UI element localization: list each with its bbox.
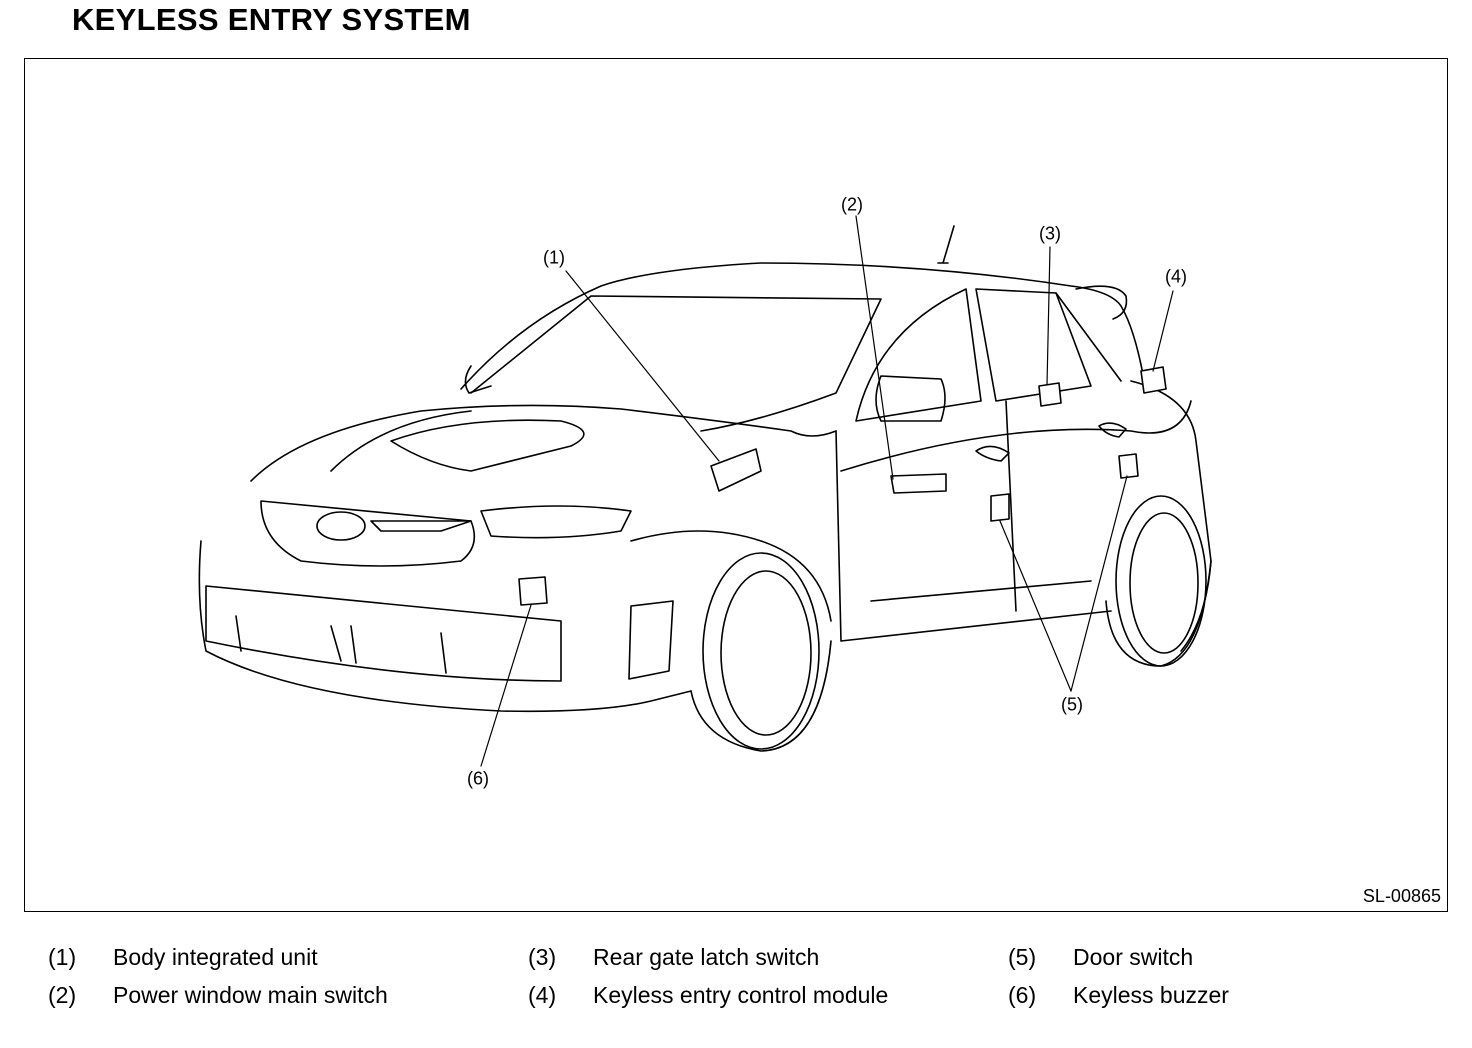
legend-label: Keyless entry control module xyxy=(593,982,889,1008)
leader-lines xyxy=(480,215,1174,767)
hood-scoop xyxy=(390,419,585,472)
legend-label: Power window main switch xyxy=(113,982,388,1008)
legend-number: (4) xyxy=(528,982,557,1008)
legend-label: Body integrated unit xyxy=(113,944,318,970)
front-door-window xyxy=(855,288,982,422)
rear-quarter xyxy=(1130,380,1212,652)
front-fender xyxy=(630,530,832,622)
hood-line xyxy=(250,404,837,482)
right-headlight xyxy=(480,505,632,539)
lower-grille xyxy=(205,585,562,682)
antenna xyxy=(937,225,955,264)
roof-line xyxy=(460,262,1147,392)
c-pillar xyxy=(1055,292,1122,382)
rear-spoiler xyxy=(1075,285,1128,320)
front-wheel-inner xyxy=(720,570,812,736)
callout-4: (4) xyxy=(1165,266,1187,287)
legend: (1) Body integrated unit (2) Power windo… xyxy=(0,940,1472,1020)
door-switch-rear-marker xyxy=(1118,453,1139,479)
callout-5: (5) xyxy=(1061,694,1083,715)
callout-3: (3) xyxy=(1039,223,1061,244)
front-wheel-outer xyxy=(702,552,820,750)
keyless-buzzer-marker xyxy=(518,576,548,606)
left-headlight xyxy=(370,520,472,532)
belt-line xyxy=(840,400,1192,472)
legend-number: (1) xyxy=(48,944,77,970)
grille xyxy=(260,500,476,567)
callout-1: (1) xyxy=(543,247,565,268)
emblem xyxy=(316,511,366,541)
rear-gate-latch-switch-marker xyxy=(1038,382,1062,407)
windshield xyxy=(470,295,882,432)
rear-tire xyxy=(1105,560,1212,667)
door-seam xyxy=(1005,400,1017,612)
body-integrated-unit-marker xyxy=(710,448,762,492)
rear-door-handle xyxy=(1098,422,1127,438)
rear-door-window xyxy=(975,288,1092,402)
legend-number: (3) xyxy=(528,944,557,970)
right-mirror xyxy=(875,375,946,422)
keyless-entry-module-marker xyxy=(1140,366,1167,394)
callout-6: (6) xyxy=(467,768,489,789)
legend-label: Keyless buzzer xyxy=(1073,982,1229,1008)
power-window-switch-marker xyxy=(890,473,947,494)
rear-wheel-inner xyxy=(1129,512,1199,654)
rocker-line xyxy=(835,430,1112,642)
legend-label: Door switch xyxy=(1073,944,1194,970)
front-tire xyxy=(690,640,832,752)
legend-number: (2) xyxy=(48,982,77,1008)
front-door-handle xyxy=(975,445,1010,462)
fog-light xyxy=(628,600,674,680)
legend-label: Rear gate latch switch xyxy=(593,944,820,970)
left-mirror xyxy=(464,365,492,394)
figure-code: SL-00865 xyxy=(1362,886,1441,906)
figure-frame: (1) (2) (3) (4) (5) (6) SL-00865 xyxy=(24,58,1448,912)
page-title: KEYLESS ENTRY SYSTEM xyxy=(72,2,471,37)
callout-2: (2) xyxy=(841,194,863,215)
car-line-drawing xyxy=(198,215,1212,767)
legend-number: (5) xyxy=(1008,944,1037,970)
door-switch-front-marker xyxy=(990,493,1010,522)
legend-number: (6) xyxy=(1008,982,1037,1008)
front-bumper xyxy=(198,540,692,713)
